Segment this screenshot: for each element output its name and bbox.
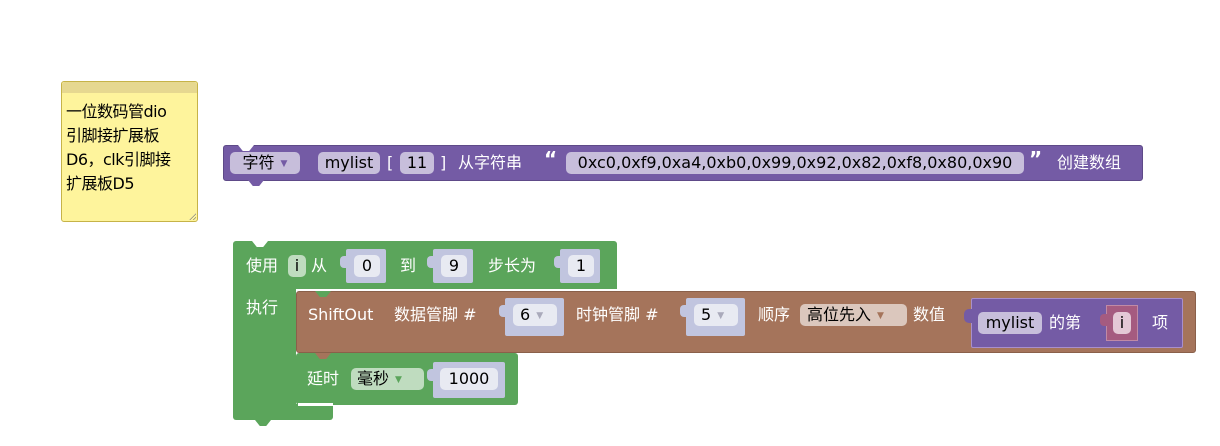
array-size-field[interactable]: 11 xyxy=(400,152,434,174)
open-bracket: [ xyxy=(387,153,394,172)
delay-value-socket: 1000 xyxy=(427,362,505,398)
to-socket: 9 xyxy=(427,249,473,283)
statement-end-line xyxy=(298,403,333,406)
index-label: 的第 xyxy=(1049,313,1082,332)
step-socket: 1 xyxy=(554,249,600,283)
block-notch xyxy=(315,291,331,297)
clock-pin-socket: 5▼ xyxy=(680,298,745,336)
bit-order-value: 高位先入 xyxy=(807,305,872,324)
data-pin-dropdown[interactable]: 6▼ xyxy=(513,304,557,326)
for-loop-block[interactable]: 使用 i 从 0 到 9 步长为 1 xyxy=(233,241,617,289)
block-notch xyxy=(252,241,268,247)
use-label: 使用 xyxy=(246,256,279,275)
dropdown-arrow-icon: ▼ xyxy=(395,374,402,385)
array-create-block[interactable]: 字符 ▼ mylist [ 11 ] 从字符串 “ 0xc0,0xf9,0xa4,… xyxy=(223,145,1143,181)
bit-order-dropdown[interactable]: 高位先入 ▼ xyxy=(800,304,907,326)
array-name-field[interactable]: mylist xyxy=(318,152,380,174)
comment-note[interactable]: 一位数码管dio 引脚接扩展板 D6，clk引脚接 扩展板D5 xyxy=(61,81,198,222)
list-get-item-block[interactable]: mylist 的第 i 项 xyxy=(964,298,1183,348)
resize-grip-icon[interactable] xyxy=(189,213,196,220)
clock-pin-label: 时钟管脚 # xyxy=(576,305,659,324)
clock-pin-dropdown[interactable]: 5▼ xyxy=(694,304,738,326)
clock-pin-value: 5 xyxy=(701,305,712,324)
step-label: 步长为 xyxy=(488,256,537,275)
open-quote-icon: “ xyxy=(544,147,558,171)
shiftout-title: ShiftOut xyxy=(308,305,374,324)
comment-text[interactable]: 一位数码管dio 引脚接扩展板 D6，clk引脚接 扩展板D5 xyxy=(66,102,171,193)
comment-drag-bar[interactable] xyxy=(62,82,197,93)
dropdown-arrow-icon: ▼ xyxy=(877,310,884,321)
order-label: 顺序 xyxy=(758,305,791,324)
to-label: 到 xyxy=(400,256,417,275)
index-var-field[interactable]: i xyxy=(1113,312,1131,334)
from-string-label: 从字符串 xyxy=(458,153,523,172)
data-pin-label: 数据管脚 # xyxy=(394,305,477,324)
value-label: 数值 xyxy=(913,305,946,324)
delay-block[interactable]: 延时 毫秒 ▼ 1000 xyxy=(296,353,518,405)
dropdown-arrow-icon: ▼ xyxy=(536,310,544,321)
delay-value-field[interactable]: 1000 xyxy=(440,368,498,390)
data-pin-socket: 6▼ xyxy=(499,298,564,336)
from-value-field[interactable]: 0 xyxy=(354,255,380,277)
block-notch xyxy=(315,353,331,359)
string-value-field[interactable]: 0xc0,0xf9,0xa4,0xb0,0x99,0x92,0x82,0xf8,… xyxy=(566,152,1024,174)
create-array-label: 创建数组 xyxy=(1057,153,1122,172)
for-loop-bottom[interactable] xyxy=(233,404,333,420)
delay-label: 延时 xyxy=(307,369,340,388)
step-value-field[interactable]: 1 xyxy=(568,255,594,277)
from-label: 从 xyxy=(311,256,328,275)
data-pin-value: 6 xyxy=(520,305,531,324)
close-bracket: ] xyxy=(440,153,447,172)
from-socket: 0 xyxy=(340,249,386,283)
loop-var-field[interactable]: i xyxy=(288,255,306,277)
type-dropdown-value: 字符 xyxy=(242,153,275,172)
dropdown-arrow-icon: ▼ xyxy=(280,158,288,169)
list-name-field[interactable]: mylist xyxy=(978,312,1042,334)
block-tab xyxy=(255,420,271,426)
do-label: 执行 xyxy=(246,298,279,317)
index-socket: i xyxy=(1100,305,1138,341)
block-tab xyxy=(248,180,264,186)
time-unit-dropdown[interactable]: 毫秒 ▼ xyxy=(351,368,424,390)
dropdown-arrow-icon: ▼ xyxy=(717,310,725,321)
item-label: 项 xyxy=(1152,313,1169,332)
to-value-field[interactable]: 9 xyxy=(441,255,467,277)
close-quote-icon: ” xyxy=(1029,147,1043,171)
time-unit-value: 毫秒 xyxy=(357,369,390,388)
output-plug xyxy=(964,309,973,323)
for-loop-body-rail[interactable]: 执行 xyxy=(233,289,296,409)
type-dropdown[interactable]: 字符 ▼ xyxy=(230,152,300,174)
block-notch xyxy=(238,145,254,151)
